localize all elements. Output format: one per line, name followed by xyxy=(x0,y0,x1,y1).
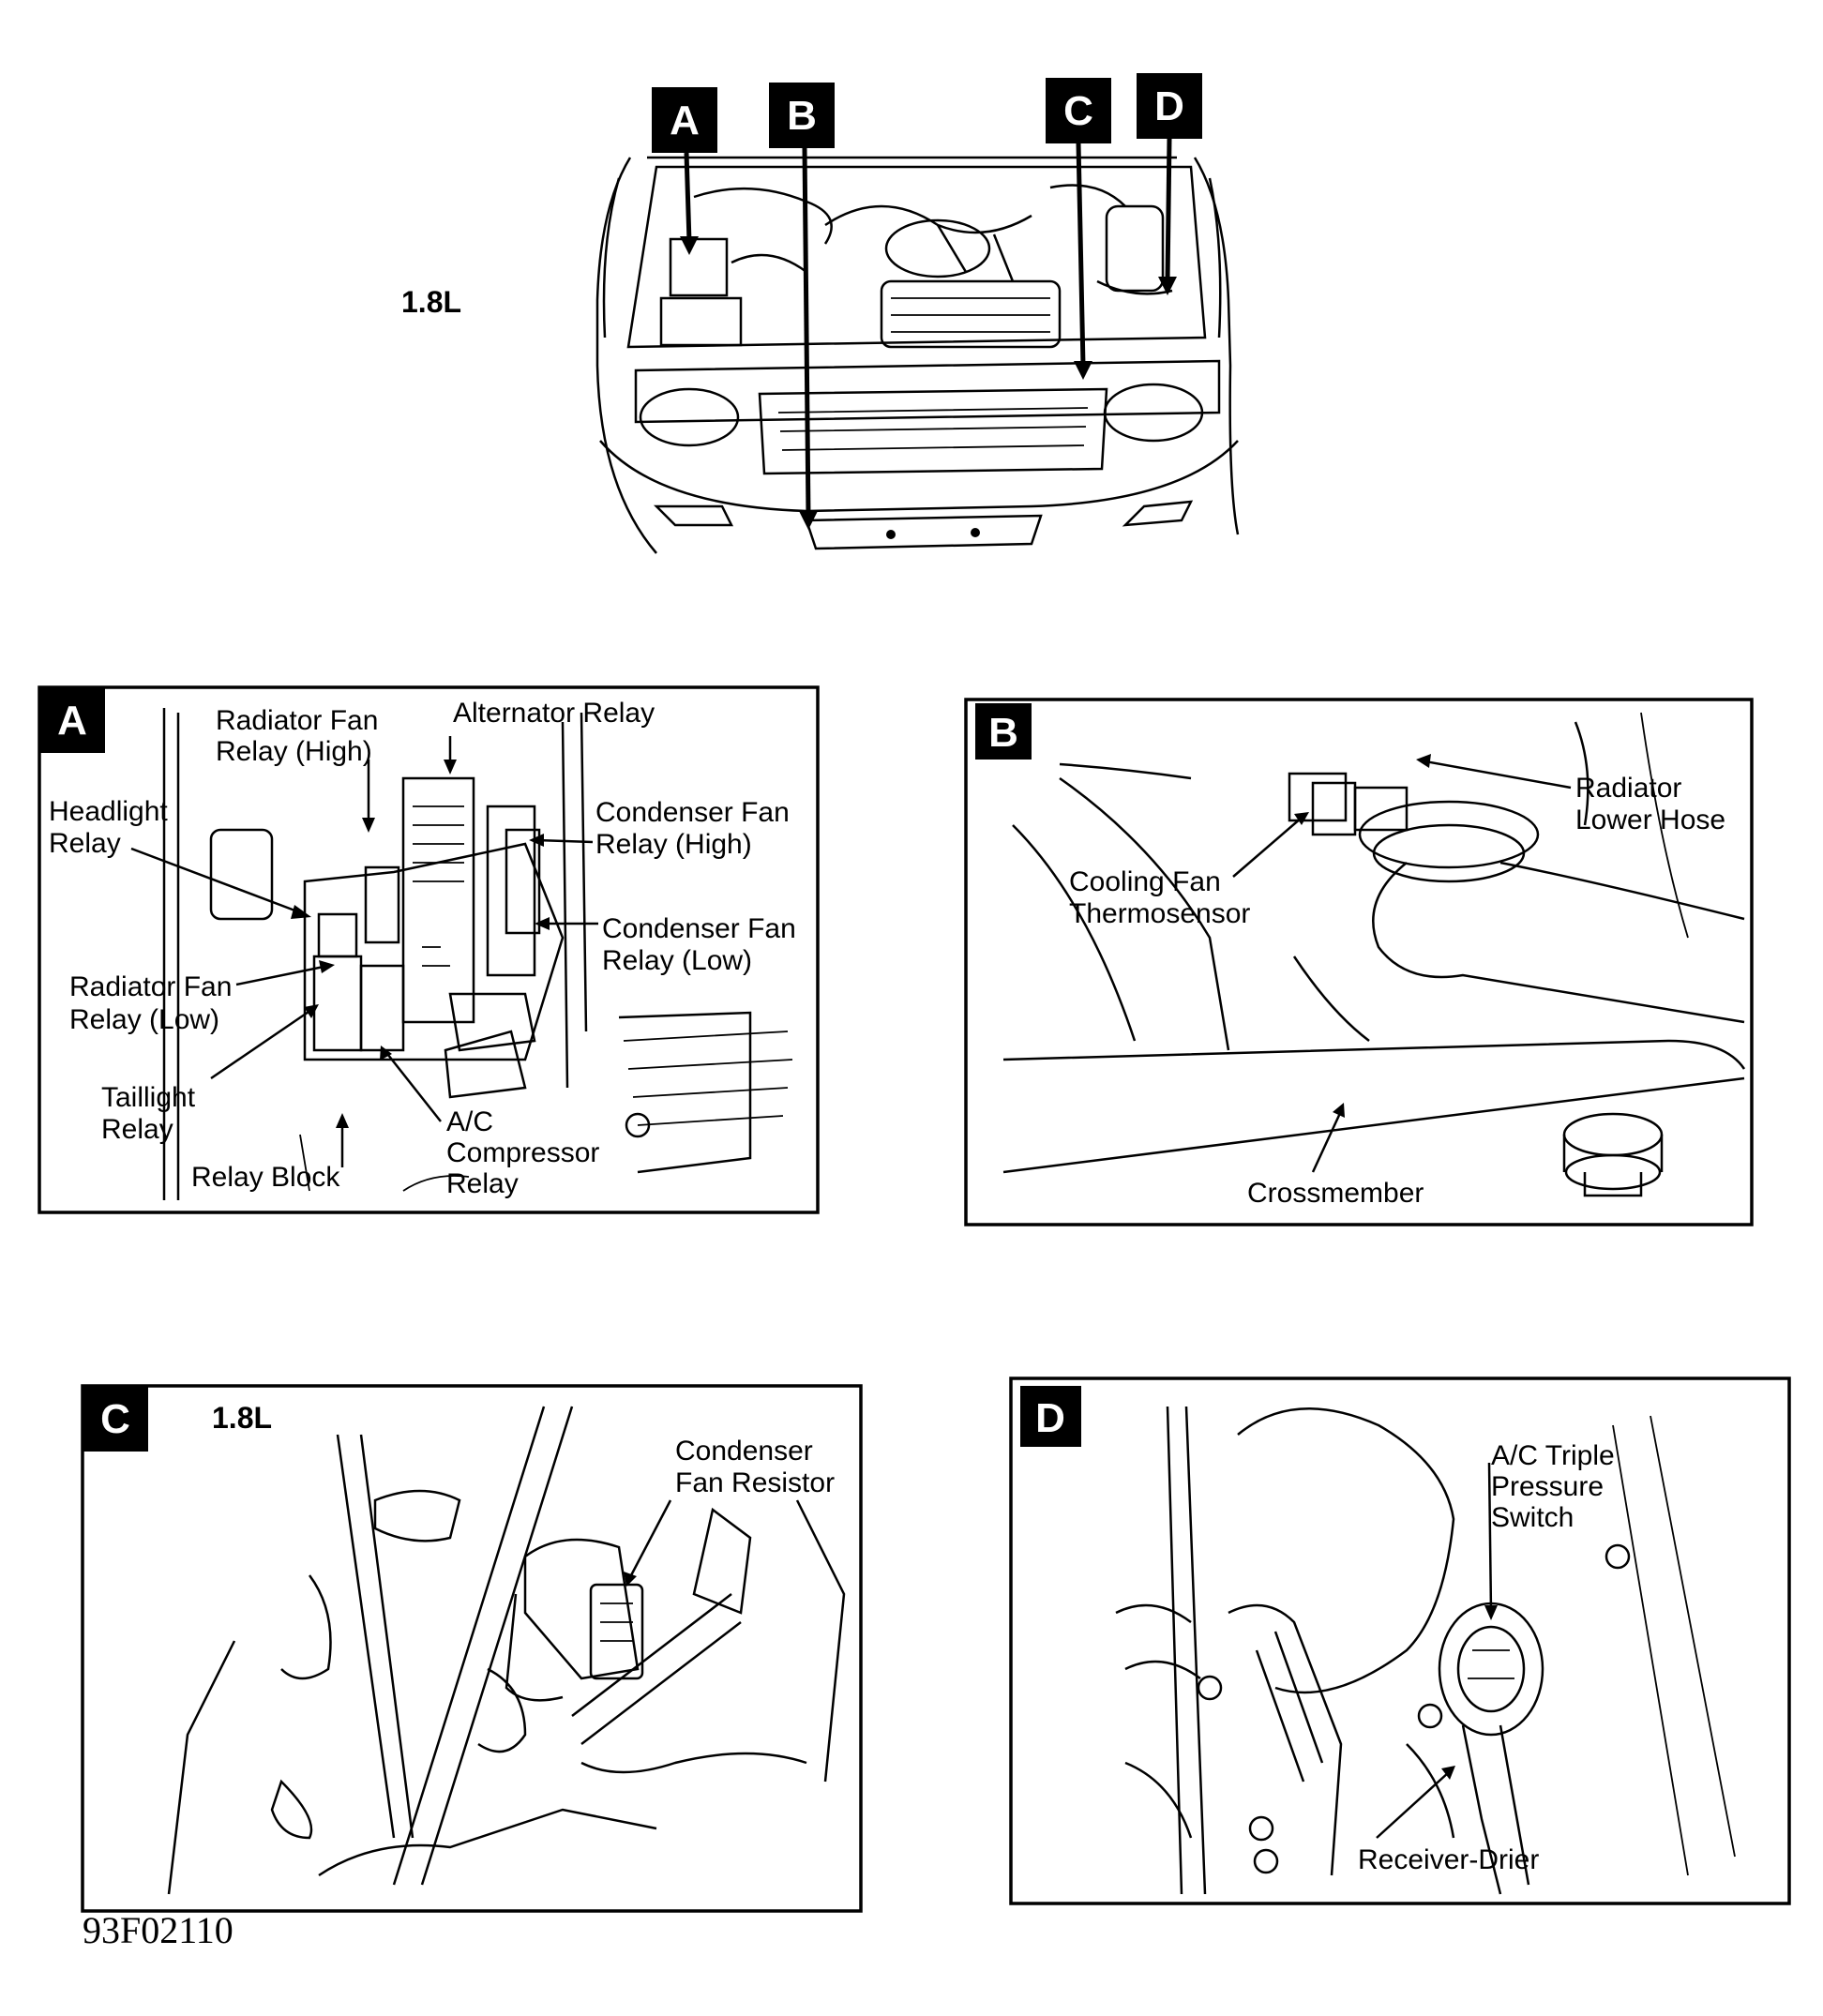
figure-id: 93F02110 xyxy=(83,1909,234,1951)
svg-text:D: D xyxy=(1035,1395,1065,1441)
panel-c-frame xyxy=(81,1384,863,1913)
svg-text:C: C xyxy=(1063,88,1093,134)
panel-a-frame xyxy=(38,685,820,1214)
svg-text:B: B xyxy=(988,710,1018,756)
label-relay-block: Relay Block xyxy=(191,1162,340,1193)
label-alternator-relay: Alternator Relay xyxy=(453,698,655,729)
overview-callout-c: C xyxy=(1046,78,1111,143)
overview-callout-a: A xyxy=(652,87,717,153)
panel-d-tag: D xyxy=(1020,1386,1081,1447)
label-crossmember: Crossmember xyxy=(1247,1178,1424,1209)
panel-a-tag: A xyxy=(39,687,105,753)
svg-text:A: A xyxy=(57,698,87,744)
svg-text:A: A xyxy=(670,98,700,143)
panel-c-engine-label: 1.8L xyxy=(212,1401,272,1435)
overview-engine-label: 1.8L xyxy=(401,285,461,319)
panel-b-tag: B xyxy=(975,703,1032,760)
svg-text:C: C xyxy=(100,1396,130,1442)
overview-callout-b: B xyxy=(769,83,835,148)
panel-b-frame xyxy=(964,698,1754,1226)
svg-text:D: D xyxy=(1154,83,1184,129)
overview-callout-d: D xyxy=(1137,73,1202,139)
overview-illustration: 1.8L xyxy=(401,73,1240,554)
svg-text:B: B xyxy=(787,93,817,139)
panel-d-frame xyxy=(1009,1377,1791,1905)
panel-c-tag: C xyxy=(83,1386,148,1452)
label-receiver-drier: Receiver-Drier xyxy=(1358,1844,1539,1875)
